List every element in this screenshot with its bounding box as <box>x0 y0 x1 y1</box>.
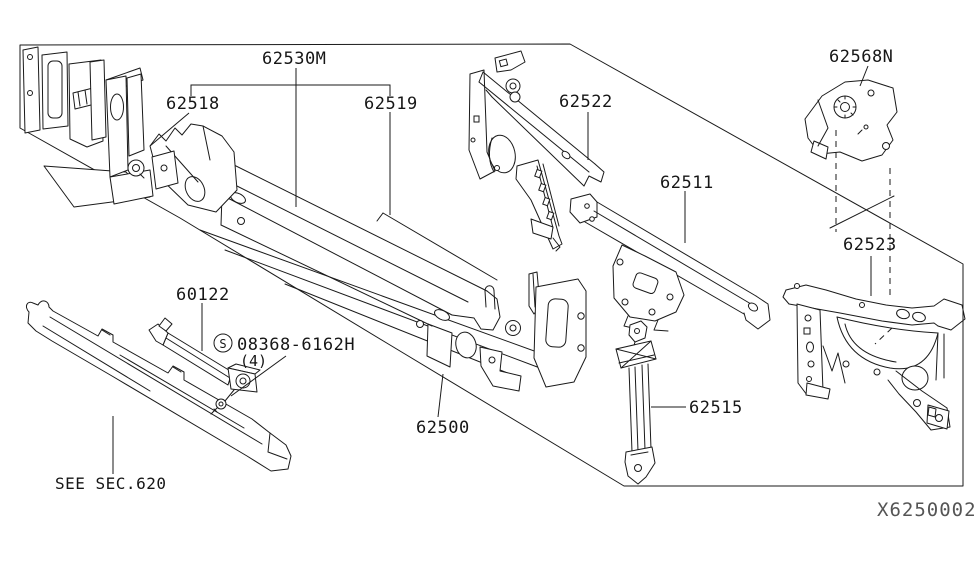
leader-62500 <box>437 373 444 418</box>
part-62568n-bracket <box>804 79 898 162</box>
callout-62522: 62522 <box>559 92 613 112</box>
callout-fastener-part: 08368-6162H <box>237 335 355 355</box>
callout-62523: 62523 <box>843 235 897 255</box>
part-60122-bar <box>148 317 261 415</box>
callout-62568n: 62568N <box>829 47 893 67</box>
part-side-support-left <box>22 46 179 208</box>
callout-fastener-qty: (4) <box>240 352 267 370</box>
fastener-callout: S 08368-6162H (4) <box>213 333 355 370</box>
leader-lines <box>112 65 872 474</box>
part-62523-panel <box>782 283 966 431</box>
callout-62519: 62519 <box>364 94 418 114</box>
locator-dashed-lines <box>829 130 895 345</box>
part-62518-gusset <box>149 123 238 213</box>
callout-62511: 62511 <box>660 173 714 193</box>
sheet-code: X6250002 <box>877 499 975 521</box>
part-bumper-reinforcement <box>25 300 292 472</box>
see-section-note: SEE SEC.620 <box>55 474 166 493</box>
callout-62515: 62515 <box>689 398 743 418</box>
callout-62518: 62518 <box>166 94 220 114</box>
screw-symbol-icon <box>213 333 233 353</box>
part-upper-crossmember <box>220 159 501 331</box>
leader-62518 <box>149 112 190 147</box>
leader-62568n <box>859 65 869 87</box>
callout-labels: 62530M 62518 62519 62522 62511 62568N 62… <box>55 47 975 521</box>
part-lock-support <box>426 271 587 392</box>
screw-symbol-letter: S <box>219 337 226 351</box>
frame-border <box>19 43 964 487</box>
leader-bolt <box>230 355 287 397</box>
part-62515-stay <box>615 320 657 485</box>
callout-62500: 62500 <box>416 418 470 438</box>
leader-bracket-62518-62519 <box>190 84 391 96</box>
callout-62530m: 62530M <box>262 49 326 69</box>
bolt-08368 <box>210 389 235 415</box>
callout-60122: 60122 <box>176 285 230 305</box>
part-62511-member <box>569 193 771 332</box>
part-62522-hoodledge <box>468 50 605 252</box>
